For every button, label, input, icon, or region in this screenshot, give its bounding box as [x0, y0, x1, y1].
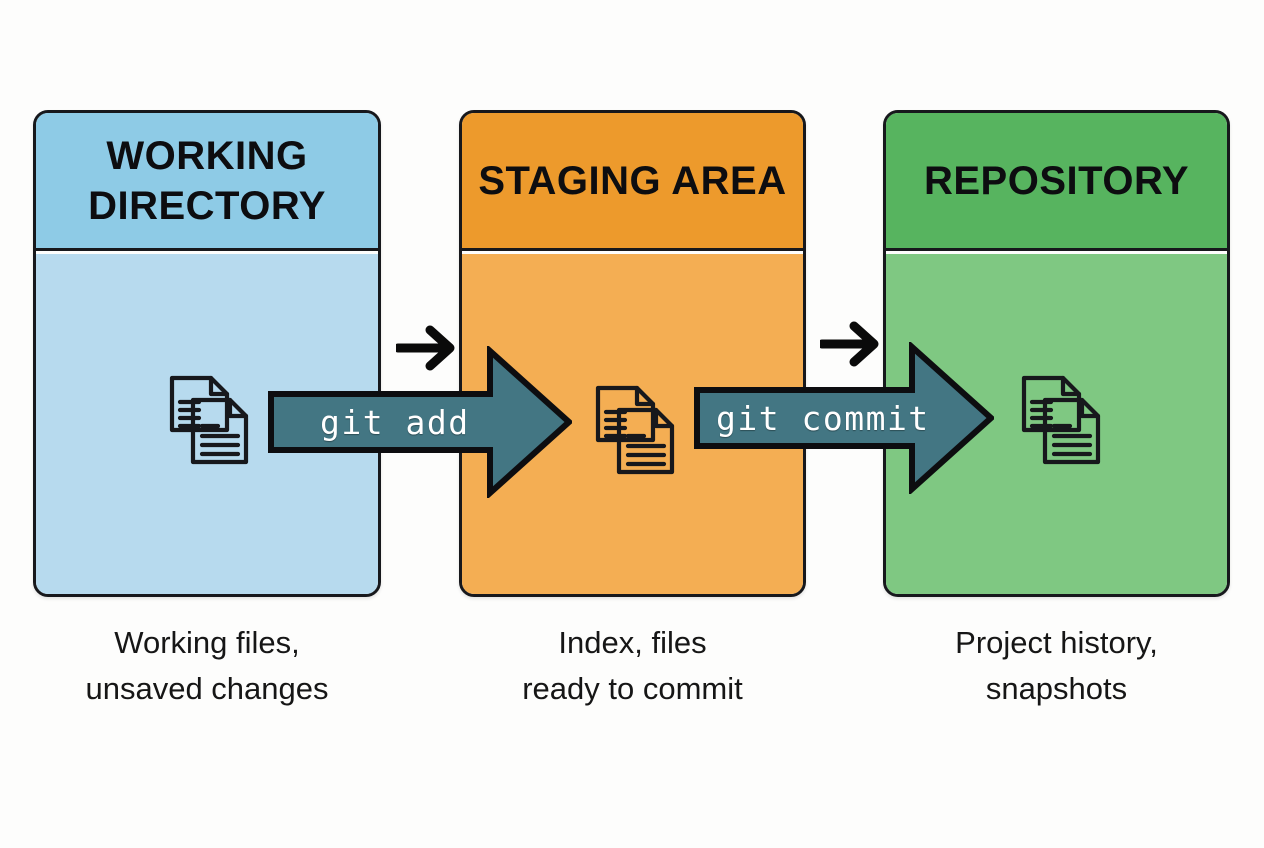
arrow-right-icon: [393, 324, 460, 372]
stage-header-staging-area: STAGING AREA: [462, 113, 803, 251]
documents-icon: [166, 372, 252, 468]
command-label-git-add: git add: [320, 402, 470, 442]
stage-header-repository: REPOSITORY: [886, 113, 1227, 251]
stage-title-working-directory: WORKING DIRECTORY: [88, 133, 326, 228]
command-arrow-git-add: git add: [268, 346, 572, 498]
documents-icon: [1018, 372, 1104, 468]
command-label-git-commit: git commit: [716, 398, 930, 438]
command-arrow-git-commit: git commit: [694, 342, 994, 494]
stage-header-working-directory: WORKING DIRECTORY: [36, 113, 378, 251]
stage-caption-staging-area: Index, files ready to commit: [522, 625, 743, 706]
documents-icon: [592, 382, 678, 478]
stage-title-repository: REPOSITORY: [923, 158, 1190, 203]
arrow-right-icon: [817, 320, 884, 368]
stage-caption-working-directory: Working files, unsaved changes: [85, 625, 329, 706]
stage-title-staging-area: STAGING AREA: [478, 158, 787, 203]
stage-caption-repository: Project history, snapshots: [955, 625, 1158, 706]
